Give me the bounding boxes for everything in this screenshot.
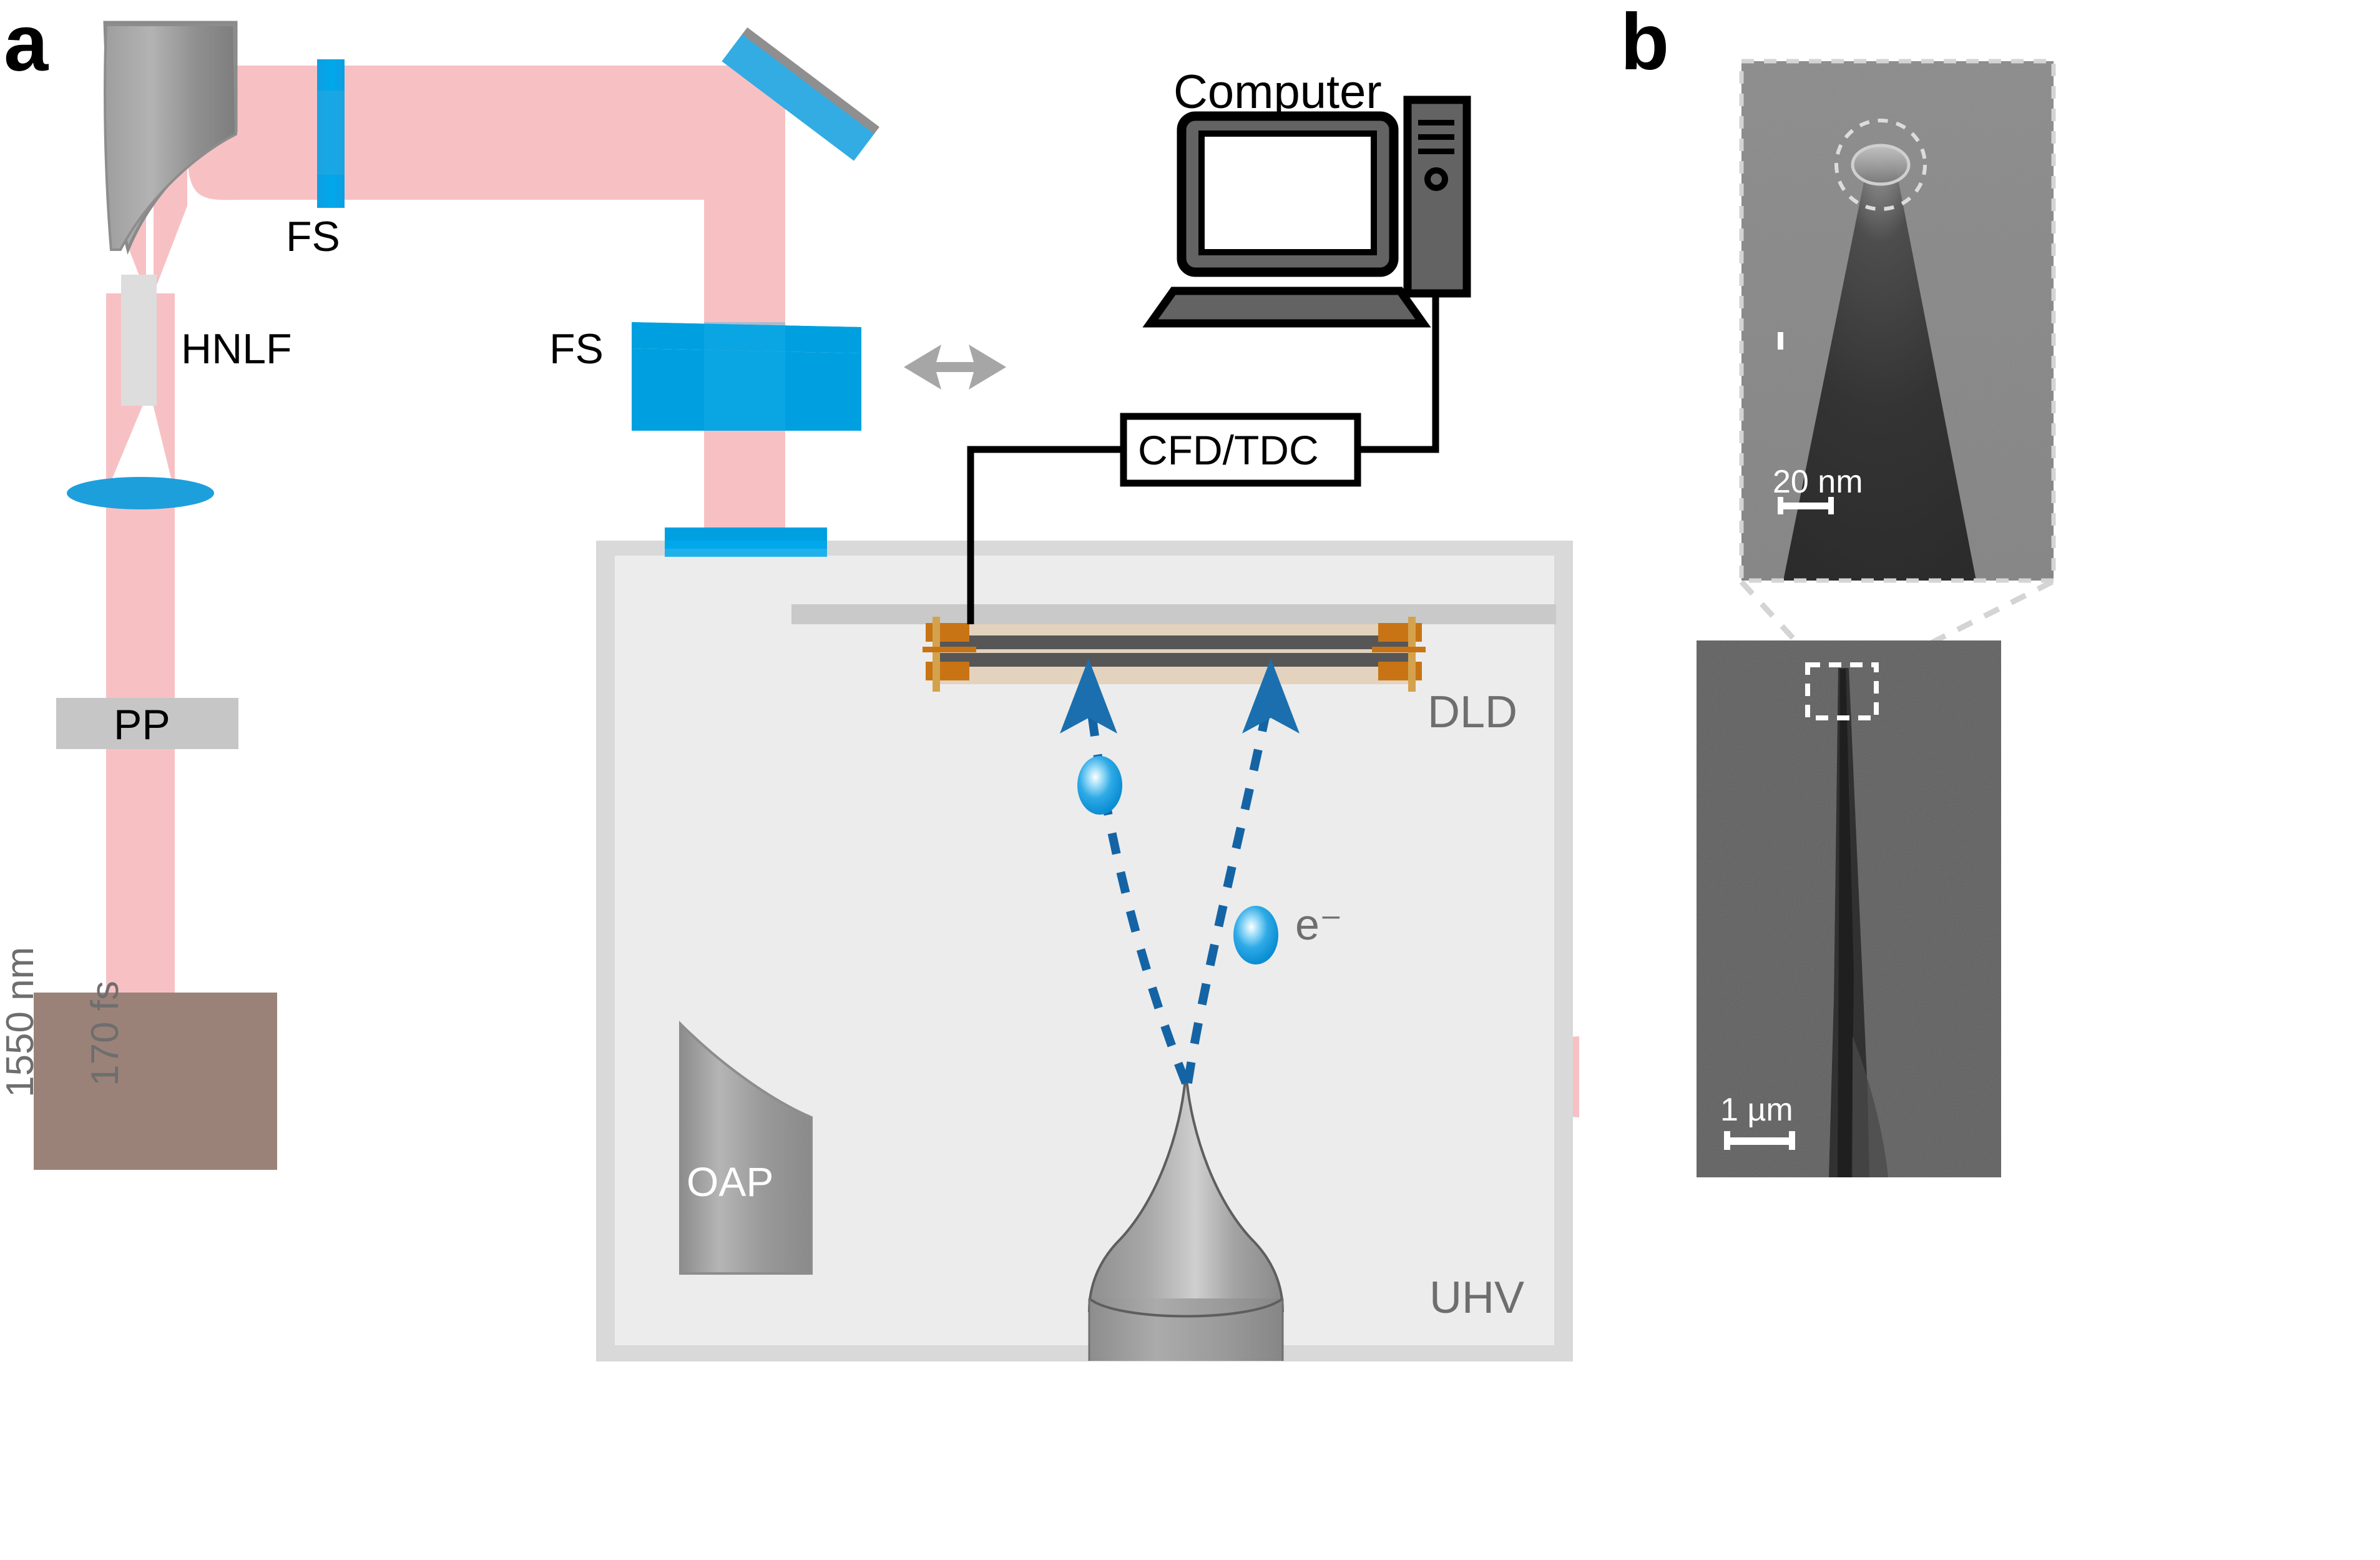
sem-zoom-connector-lines bbox=[1739, 579, 2054, 680]
zoom-region-box bbox=[1805, 662, 1879, 720]
panel-letter-b: b bbox=[1620, 0, 1670, 87]
collimating-lens bbox=[67, 477, 214, 509]
panel-letter-a: a bbox=[4, 0, 49, 88]
cable-dld-to-cfd bbox=[967, 446, 1124, 624]
label-uhv: UHV bbox=[1429, 1273, 1525, 1323]
dld-mcp-bar-1 bbox=[938, 635, 1411, 649]
electron-arrowheads bbox=[1060, 659, 1300, 733]
signal-wiring bbox=[967, 292, 1439, 624]
label-electron: e⁻ bbox=[1295, 900, 1343, 949]
label-pp: PP bbox=[114, 701, 170, 748]
electron-trajectories bbox=[1085, 692, 1275, 1085]
nanotip-shaft bbox=[1089, 1298, 1283, 1361]
electron-arrowhead-right bbox=[1242, 659, 1300, 733]
electron-1 bbox=[1077, 756, 1122, 815]
label-fs-wedge: FS bbox=[549, 325, 604, 373]
scalebar-label-20nm: 20 nm bbox=[1773, 464, 1863, 500]
oap-mirror bbox=[679, 1021, 813, 1275]
label-laser-pulse-duration: 170 fs bbox=[84, 981, 127, 1086]
label-computer: Computer bbox=[1173, 66, 1382, 119]
label-laser-wavelength: 1550 nm bbox=[0, 946, 42, 1097]
label-hnlf: HNLF bbox=[181, 325, 292, 373]
dld-clamp-right bbox=[1372, 617, 1426, 692]
connector-line-right bbox=[1861, 579, 2054, 680]
sem-image-full-tip bbox=[1697, 640, 2001, 1177]
panel-b-group bbox=[1697, 59, 2056, 1177]
pulse-picker bbox=[56, 698, 238, 749]
dld-mount-rail bbox=[791, 604, 1556, 624]
scalebar-20nm bbox=[1778, 332, 1834, 514]
nanotip-shaft-rim bbox=[1088, 1297, 1284, 1318]
delay-line-detector bbox=[791, 604, 1556, 692]
label-cfd-tdc: CFD/TDC bbox=[1138, 427, 1319, 473]
fs-wedge-lower bbox=[632, 348, 861, 431]
apex-circle-dashed bbox=[1834, 119, 1927, 211]
dld-mcp-bar-2 bbox=[938, 653, 1411, 667]
panel-a-group bbox=[34, 21, 1579, 1361]
electron-trajectory-right bbox=[1183, 692, 1275, 1084]
computer-icon bbox=[1142, 96, 1471, 328]
steering-mirror bbox=[722, 27, 879, 161]
beam-segment-hnlf-out-right bbox=[154, 150, 187, 293]
vacuum-window bbox=[665, 527, 827, 557]
nanotip-assembly bbox=[1087, 1072, 1285, 1361]
cable-cfd-to-computer bbox=[1358, 292, 1439, 453]
hnlf-fiber bbox=[121, 275, 157, 406]
electron-trajectory-left bbox=[1085, 692, 1190, 1085]
connector-line-left bbox=[1739, 579, 1831, 680]
scalebar-1um bbox=[1724, 1131, 1795, 1150]
sem-image-apex bbox=[1739, 59, 2056, 583]
wedge-translation-arrow-icon bbox=[904, 345, 1006, 390]
cfd-tdc-box bbox=[1120, 413, 1361, 487]
fs-plate-top bbox=[317, 59, 345, 208]
electron-arrowhead-left bbox=[1060, 659, 1117, 733]
dld-clamp-left bbox=[923, 617, 976, 692]
electron-2 bbox=[1233, 906, 1278, 964]
label-dld: DLD bbox=[1428, 687, 1518, 737]
sem-apex-frame bbox=[1739, 59, 2056, 583]
fs-wedge-pair bbox=[632, 322, 861, 431]
apex-circle-solid bbox=[1851, 144, 1911, 186]
parabolic-mirror-crescent bbox=[104, 24, 238, 251]
label-oap: OAP bbox=[687, 1159, 774, 1205]
label-fs-top: FS bbox=[286, 213, 340, 260]
laser-source-box bbox=[34, 993, 277, 1170]
dld-plate-bottom bbox=[933, 667, 1414, 684]
scalebar-label-1um: 1 µm bbox=[1720, 1092, 1793, 1128]
